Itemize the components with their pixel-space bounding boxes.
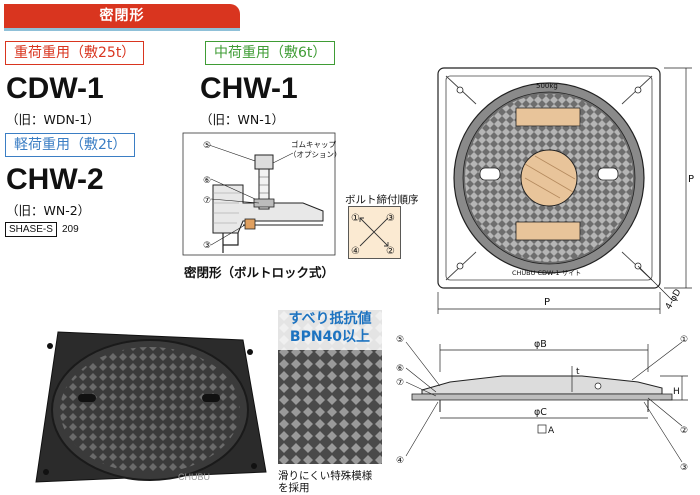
section-dim-b: φB bbox=[534, 339, 547, 350]
plan-dim-p-vertical: P bbox=[688, 174, 694, 185]
section-datum: A bbox=[548, 426, 555, 436]
detail-callout-5: ⑤ bbox=[203, 141, 211, 151]
product-photo: CHUBU bbox=[35, 331, 267, 483]
rubber-cap-label: ゴムキャップ bbox=[291, 139, 336, 149]
slip-resistance-line1: すべり抵抗値 bbox=[288, 311, 372, 327]
rubber-cap-option-label: （オプション） bbox=[289, 150, 342, 159]
section-header: 密閉形 bbox=[4, 4, 240, 28]
plan-view-drawing: 500kg CHUBU CDW-1 サイト P P 4-φD bbox=[437, 67, 694, 314]
section-dim-c: φC bbox=[534, 407, 547, 418]
slip-caption: 滑りにくい特殊模様 を採用 bbox=[278, 470, 372, 494]
photo-brand-text: CHUBU bbox=[178, 472, 210, 482]
bolt-lock-detail-drawing: ⑤ ⑥ ⑦ ③ ゴムキャップ （オプション） bbox=[182, 132, 342, 256]
plan-stamp-bottom: CHUBU CDW-1 サイト bbox=[512, 269, 581, 277]
model-chw2-old: （旧：WN-2） bbox=[6, 203, 91, 218]
model-chw1-old: （旧：WN-1） bbox=[200, 112, 285, 127]
detail-callout-7: ⑦ bbox=[203, 196, 211, 206]
bolt-order-mark-3: ③ bbox=[386, 213, 395, 224]
standard-number: 209 bbox=[62, 224, 79, 235]
standard-badge: SHASE-S bbox=[5, 222, 57, 237]
detail-callout-3: ③ bbox=[203, 241, 211, 251]
plan-dim-holes: 4-φD bbox=[664, 288, 684, 312]
slip-caption-line1: 滑りにくい特殊模様 bbox=[278, 470, 373, 482]
section-callout-2: ② bbox=[680, 426, 688, 436]
bolt-order-mark-4: ④ bbox=[351, 246, 360, 257]
bolt-order-diagram: ① ③ ④ ② bbox=[348, 206, 401, 259]
model-chw2: CHW-2 bbox=[6, 163, 104, 196]
section-callout-4: ④ bbox=[396, 456, 404, 466]
section-callout-1: ① bbox=[680, 335, 688, 345]
category-light-badge: 軽荷重用（敷2t） bbox=[5, 133, 136, 157]
category-medium-badge: 中荷重用（敷6t） bbox=[205, 41, 336, 65]
cross-section-drawing: φB t H φC A ⑤ ⑥ ⑦ ④ ① ② ③ bbox=[396, 335, 688, 473]
slip-resistance-title: すべり抵抗値 BPN40以上 bbox=[278, 310, 382, 346]
plan-stamp-top: 500kg bbox=[536, 82, 558, 90]
section-dim-t: t bbox=[576, 367, 580, 377]
slip-caption-line2: を採用 bbox=[278, 482, 310, 494]
category-heavy-badge: 重荷重用（敷25t） bbox=[5, 41, 145, 65]
section-callout-5: ⑤ bbox=[396, 335, 404, 345]
model-cdw1: CDW-1 bbox=[6, 72, 104, 105]
section-dim-h: H bbox=[673, 387, 680, 397]
bolt-order-mark-1: ① bbox=[351, 213, 360, 224]
bolt-order-title: ボルト締付順序 bbox=[345, 194, 419, 206]
slip-resistance-line2: BPN40以上 bbox=[289, 329, 371, 345]
section-callout-3: ③ bbox=[680, 463, 688, 473]
header-underline bbox=[4, 28, 240, 31]
slip-texture-photo bbox=[278, 310, 382, 464]
section-callout-6: ⑥ bbox=[396, 364, 404, 374]
model-cdw1-old: （旧：WDN-1） bbox=[6, 112, 100, 127]
plan-dim-p-horizontal: P bbox=[544, 297, 550, 308]
detail-callout-6: ⑥ bbox=[203, 176, 211, 186]
model-chw1: CHW-1 bbox=[200, 72, 298, 105]
section-callout-7: ⑦ bbox=[396, 378, 404, 388]
detail-caption: 密閉形（ボルトロック式） bbox=[184, 265, 335, 280]
bolt-order-mark-2: ② bbox=[386, 246, 395, 257]
